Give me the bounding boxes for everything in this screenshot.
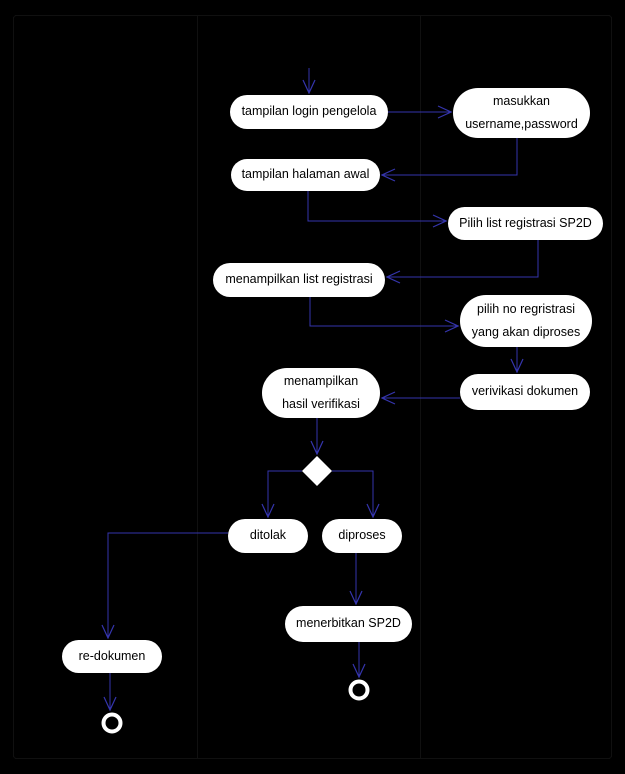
activity-pilih-no-regristrasi: pilih no regristrasi yang akan diproses (460, 295, 592, 347)
edge-halaman-awal-to-pilih-list (307, 191, 446, 221)
activity-re-dokumen: re-dokumen (62, 640, 162, 673)
edge-masukkan-to-halaman-awal (382, 138, 518, 175)
edge-pilih-list-to-menampilkan-list (387, 240, 539, 277)
activity-verivikasi-dokumen: verivikasi dokumen (460, 374, 590, 410)
activity-diproses: diproses (322, 519, 402, 553)
activity-tampilan-halaman-awal: tampilan halaman awal (231, 159, 380, 191)
edge-decision-to-diproses (332, 470, 373, 517)
final-re-dokumen (101, 712, 123, 734)
activity-menampilkan-list-registrasi: menampilkan list registrasi (213, 263, 385, 297)
activity-tampilan-login-pengelola: tampilan login pengelola (230, 95, 388, 129)
edge-decision-to-ditolak (268, 470, 302, 517)
activity-menampilkan-hasil-verifikasi: menampilkan hasil verifikasi (262, 368, 380, 418)
decision-diamond (302, 456, 332, 486)
edge-menampilkan-list-to-pilih-no (309, 297, 458, 326)
activity-pilih-list-registrasi-sp2d: Pilih list registrasi SP2D (448, 207, 603, 240)
edge-ditolak-to-redokumen (108, 532, 228, 638)
activity-masukkan-username-password: masukkan username,password (453, 88, 590, 138)
activity-ditolak: ditolak (228, 519, 308, 553)
activity-menerbitkan-sp2d: menerbitkan SP2D (285, 606, 412, 642)
swimlane-frame (13, 15, 612, 759)
final-menerbitkan (348, 679, 370, 701)
